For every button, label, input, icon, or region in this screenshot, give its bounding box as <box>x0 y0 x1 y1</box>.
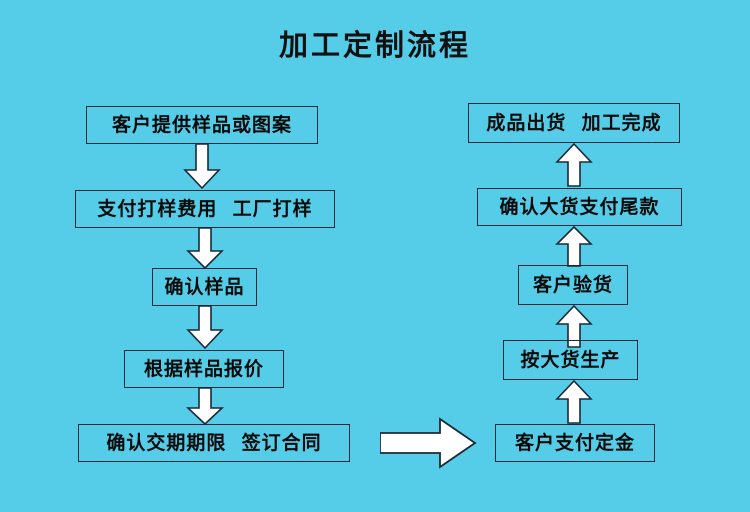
flow-node-customer-provides-sample[interactable]: 客户提供样品或图案 <box>86 106 318 144</box>
flow-node-customer-pays-deposit[interactable]: 客户支付定金 <box>495 424 655 462</box>
flow-node-confirm-bulk-pay-balance[interactable]: 确认大货支付尾款 <box>477 188 682 226</box>
arrow-up-n8-n9 <box>554 226 594 268</box>
arrow-up-n6-n7 <box>554 380 594 425</box>
arrow-up-n9-n10 <box>554 143 594 188</box>
flow-node-customer-inspection[interactable]: 客户验货 <box>518 265 628 305</box>
page-title: 加工定制流程 <box>278 28 471 62</box>
arrow-down-n2-n3 <box>185 228 225 270</box>
flow-node-pay-sampling-fee[interactable]: 支付打样费用 工厂打样 <box>75 190 335 228</box>
flow-node-quote-based-on-sample[interactable]: 根据样品报价 <box>124 350 284 388</box>
arrow-down-n3-n4 <box>185 306 225 350</box>
flow-node-confirm-delivery-sign-contract[interactable]: 确认交期期限 签订合同 <box>78 424 350 462</box>
arrow-down-n4-n5 <box>185 388 225 426</box>
arrow-right-bridge <box>380 415 480 473</box>
arrow-up-n7-n8 <box>554 305 594 349</box>
flow-node-shipment-complete[interactable]: 成品出货 加工完成 <box>468 103 680 143</box>
flow-node-confirm-sample[interactable]: 确认样品 <box>152 268 257 306</box>
arrow-down-n1-n2 <box>182 144 222 190</box>
flow-node-bulk-production[interactable]: 按大货生产 <box>503 340 638 380</box>
